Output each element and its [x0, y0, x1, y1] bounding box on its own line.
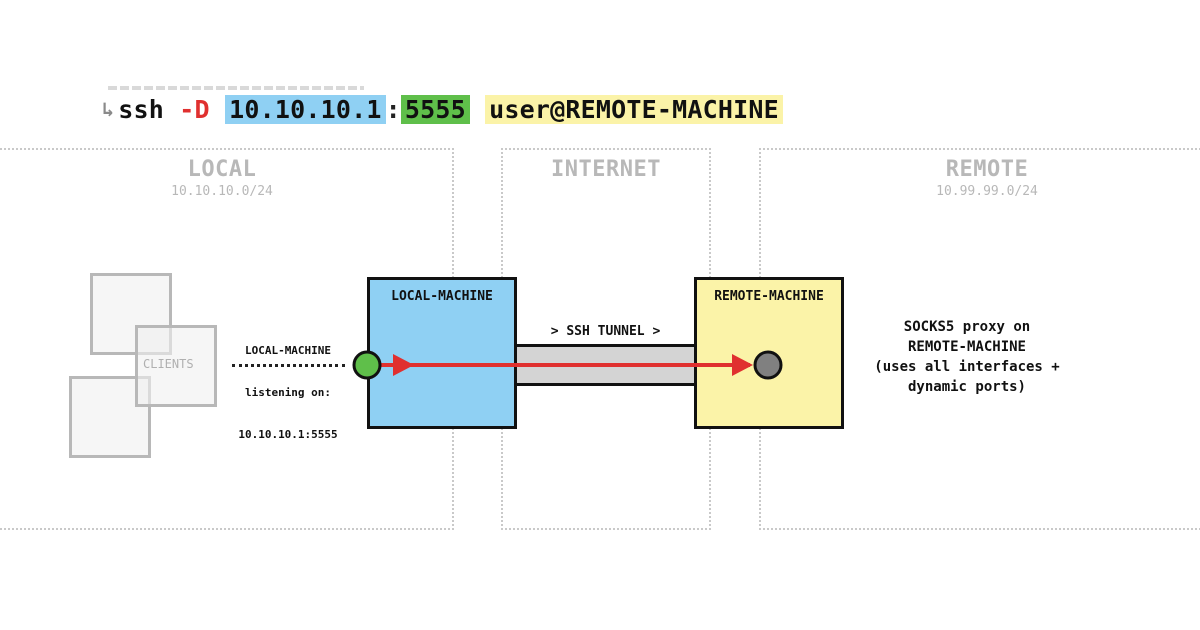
- proxy-line-4: dynamic ports): [907, 379, 1026, 395]
- ssh-tunnel-label: > SSH TUNNEL >: [550, 324, 661, 339]
- remote-zone-subnet: 10.99.99.0/24: [936, 184, 1038, 199]
- internet-zone-title: INTERNET: [551, 157, 661, 182]
- remote-machine-label: REMOTE-MACHINE: [714, 289, 824, 304]
- faded-previous-command: [108, 74, 368, 90]
- socks-proxy-description: SOCKS5 proxy on REMOTE-MACHINE (uses all…: [850, 317, 1084, 397]
- command-separator: :: [385, 94, 401, 124]
- ssh-command: ↳ ssh -D 10.10.10.1 : 5555 user@REMOTE-M…: [102, 92, 783, 126]
- remote-endpoint-dot: [753, 350, 783, 380]
- internet-zone: [501, 148, 711, 530]
- listening-caption: listening on:: [244, 386, 332, 399]
- command-flag: -D: [179, 94, 210, 124]
- local-zone-subnet: 10.10.10.0/24: [171, 184, 273, 199]
- remote-zone-title: REMOTE: [945, 157, 1029, 182]
- proxy-line-1: SOCKS5 proxy on: [903, 319, 1031, 335]
- listening-info: LOCAL-MACHINE listening on: 10.10.10.1:5…: [222, 316, 354, 456]
- command-port: 5555: [400, 94, 470, 124]
- clients-label: CLIENTS: [143, 357, 194, 371]
- command-bind-ip: 10.10.10.1: [225, 94, 386, 124]
- tunnel-flow-arrow: [352, 350, 783, 380]
- return-arrow-icon: ↳: [102, 97, 115, 121]
- local-machine-label: LOCAL-MACHINE: [391, 289, 493, 304]
- local-machine-box: LOCAL-MACHINE: [367, 277, 517, 429]
- proxy-line-3: (uses all interfaces +: [874, 359, 1060, 375]
- local-zone-title: LOCAL: [187, 157, 257, 182]
- command-program: ssh: [118, 94, 165, 124]
- listening-host: LOCAL-MACHINE: [244, 344, 332, 357]
- proxy-line-2: REMOTE-MACHINE: [907, 339, 1026, 355]
- flow-arrowhead-end: [732, 354, 753, 376]
- command-target: user@REMOTE-MACHINE: [485, 94, 783, 124]
- client-box: [135, 325, 217, 407]
- listening-address: 10.10.10.1:5555: [238, 428, 338, 441]
- client-connection-line: [232, 364, 345, 367]
- client-box: [90, 273, 172, 355]
- flow-arrowhead-start: [393, 354, 414, 376]
- local-endpoint-dot: [352, 350, 382, 380]
